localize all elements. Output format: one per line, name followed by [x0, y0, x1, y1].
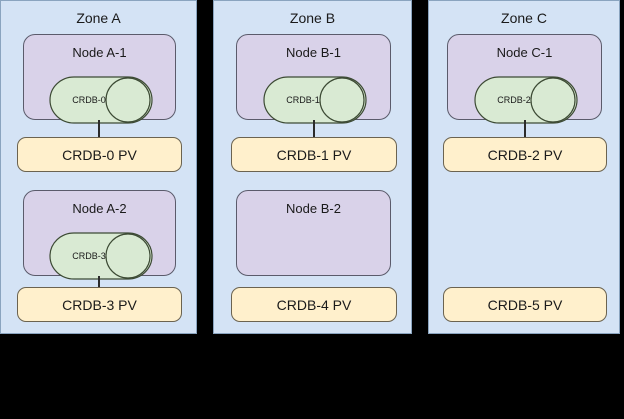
database-crdb-0[interactable]: CRDB-0	[49, 76, 153, 124]
connector-node-c-1-to-pv	[524, 120, 526, 137]
zone-b-title: Zone B	[289, 10, 336, 26]
connector-node-a-1-to-pv	[98, 120, 100, 137]
zone-b: Zone B Node B-1 CRDB-1 CRDB-1 PV Node B-…	[213, 0, 412, 334]
node-a-1-title: Node A-1	[72, 45, 127, 60]
pv-crdb-2[interactable]: CRDB-2 PV	[443, 137, 607, 172]
zone-a: Zone A Node A-1 CRDB-0 CRDB-0 PV Node A-…	[0, 0, 197, 334]
node-b-1-title: Node B-1	[286, 45, 341, 60]
zone-a-title: Zone A	[76, 10, 121, 26]
database-crdb-2-label: CRDB-2	[497, 94, 531, 105]
cylinder-icon	[474, 76, 578, 124]
cylinder-icon	[263, 76, 367, 124]
pv-crdb-0[interactable]: CRDB-0 PV	[17, 137, 182, 172]
cylinder-icon	[49, 76, 153, 124]
database-crdb-2[interactable]: CRDB-2	[474, 76, 578, 124]
node-b-2[interactable]: Node B-2	[236, 190, 391, 276]
node-b-2-title: Node B-2	[286, 201, 341, 216]
pv-crdb-3[interactable]: CRDB-3 PV	[17, 287, 182, 322]
database-crdb-1-label: CRDB-1	[286, 94, 320, 105]
cylinder-icon	[49, 232, 153, 280]
pv-crdb-5[interactable]: CRDB-5 PV	[443, 287, 607, 322]
node-a-2[interactable]: Node A-2 CRDB-3	[23, 190, 176, 280]
zone-c-title: Zone C	[501, 10, 547, 26]
connector-node-a-2-to-pv	[98, 276, 100, 293]
node-a-1[interactable]: Node A-1 CRDB-0	[23, 34, 176, 124]
connector-node-b-1-to-pv	[313, 120, 315, 137]
node-a-2-title: Node A-2	[72, 201, 127, 216]
node-b-1[interactable]: Node B-1 CRDB-1	[236, 34, 391, 124]
node-c-1-title: Node C-1	[496, 45, 553, 60]
database-crdb-3[interactable]: CRDB-3	[49, 232, 153, 280]
database-crdb-0-label: CRDB-0	[72, 94, 106, 105]
node-c-1[interactable]: Node C-1 CRDB-2	[447, 34, 602, 124]
pv-crdb-1[interactable]: CRDB-1 PV	[231, 137, 397, 172]
database-crdb-3-label: CRDB-3	[72, 250, 106, 261]
pv-crdb-4[interactable]: CRDB-4 PV	[231, 287, 397, 322]
database-crdb-1[interactable]: CRDB-1	[263, 76, 367, 124]
zone-c: Zone C Node C-1 CRDB-2 CRDB-2 PV CRDB-5 …	[428, 0, 620, 334]
